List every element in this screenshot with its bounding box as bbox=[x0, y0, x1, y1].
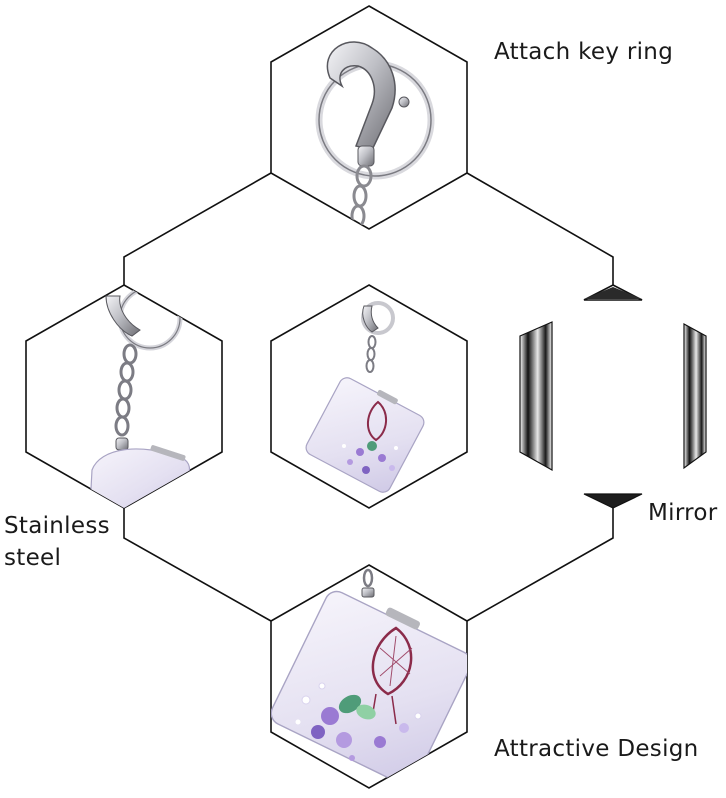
caption-attach-key-ring: Attach key ring bbox=[494, 39, 674, 65]
hexagon-stainless-steel bbox=[25, 284, 223, 509]
hexagon-mirror bbox=[519, 284, 707, 509]
hexagon-product bbox=[270, 284, 468, 509]
dreamcatcher-case-photo bbox=[271, 568, 467, 786]
caption-stainless-line1: Stainless bbox=[4, 513, 110, 539]
caption-attractive-design: Attractive Design bbox=[494, 736, 699, 762]
connector-lines bbox=[123, 172, 614, 622]
caption-stainless-steel: Stainless steel bbox=[4, 510, 134, 574]
mirror-frame-photo bbox=[519, 284, 707, 509]
product-photo bbox=[305, 301, 425, 493]
caption-stainless-line2: steel bbox=[4, 545, 62, 571]
hexagon-key-ring bbox=[270, 5, 468, 230]
caption-mirror: Mirror bbox=[648, 500, 718, 526]
key-ring-clasp-photo bbox=[315, 41, 435, 228]
hexagon-design bbox=[270, 564, 468, 789]
